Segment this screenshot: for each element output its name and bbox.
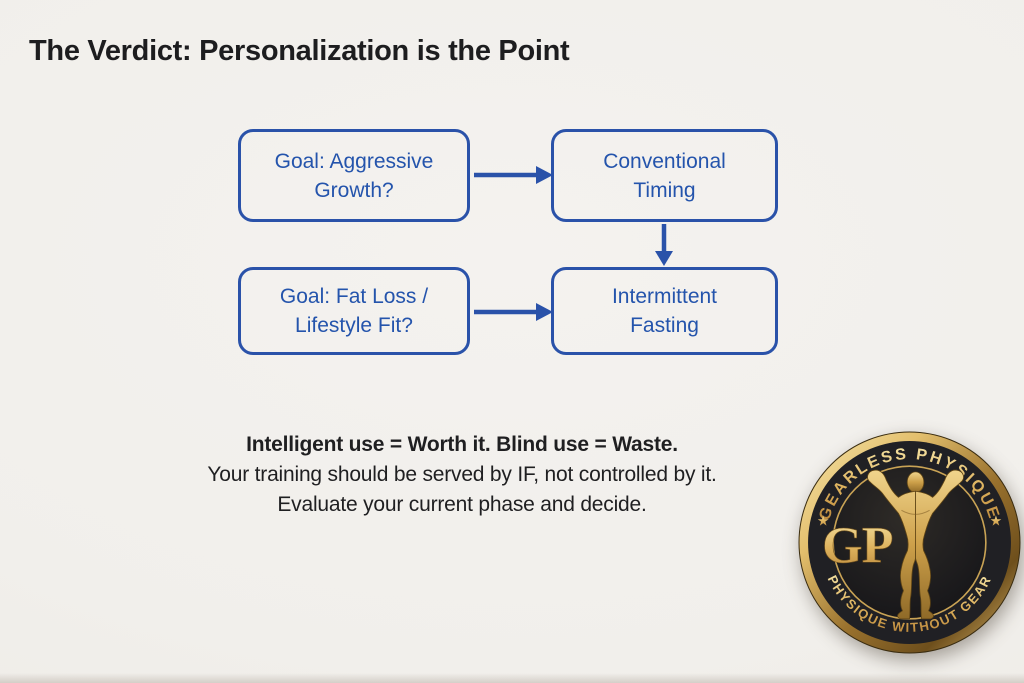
node-label-line: Lifestyle Fit? <box>295 314 413 337</box>
verdict-line-2: Your training should be served by IF, no… <box>207 463 717 486</box>
flow-node-goal-aggressive-growth: Goal: Aggressive Growth? <box>238 129 470 222</box>
badge-monogram: GP <box>822 517 893 575</box>
node-label-line: Growth? <box>314 178 394 202</box>
flow-node-conventional-timing: Conventional Timing <box>551 129 778 222</box>
node-label-line: Goal: Aggressive <box>274 149 434 173</box>
node-label-line: Intermittent <box>611 285 718 308</box>
bodybuilder-figure-icon <box>867 469 964 620</box>
node-label-line: Goal: Fat Loss / <box>279 285 429 308</box>
verdict-line-1: Intelligent use = Worth it. Blind use = … <box>246 433 678 456</box>
node-label-line: Timing <box>633 178 696 202</box>
bottom-edge-shadow <box>0 673 1024 683</box>
arrow-growth-to-conventional-icon <box>474 166 553 184</box>
node-label-line: Conventional <box>603 149 726 173</box>
verdict-line-3: Evaluate your current phase and decide. <box>277 493 647 516</box>
verdict-text-block: Intelligent use = Worth it. Blind use = … <box>0 430 924 520</box>
node-label-line: Fasting <box>630 314 699 337</box>
star-icon-left: ★ <box>817 512 830 528</box>
star-icon-right: ★ <box>990 512 1003 528</box>
gearless-physique-badge: GEARLESS PHYSIQUE PHYSIQUE WITHOUT GEAR … <box>798 431 1021 654</box>
flow-node-intermittent-fasting: Intermittent Fasting <box>551 267 778 355</box>
arrow-conventional-to-fasting-icon <box>655 224 673 266</box>
page-title: The Verdict: Personalization is the Poin… <box>29 35 570 67</box>
arrow-fatloss-to-fasting-icon <box>474 303 553 321</box>
flow-node-goal-fat-loss-lifestyle: Goal: Fat Loss / Lifestyle Fit? <box>238 267 470 355</box>
